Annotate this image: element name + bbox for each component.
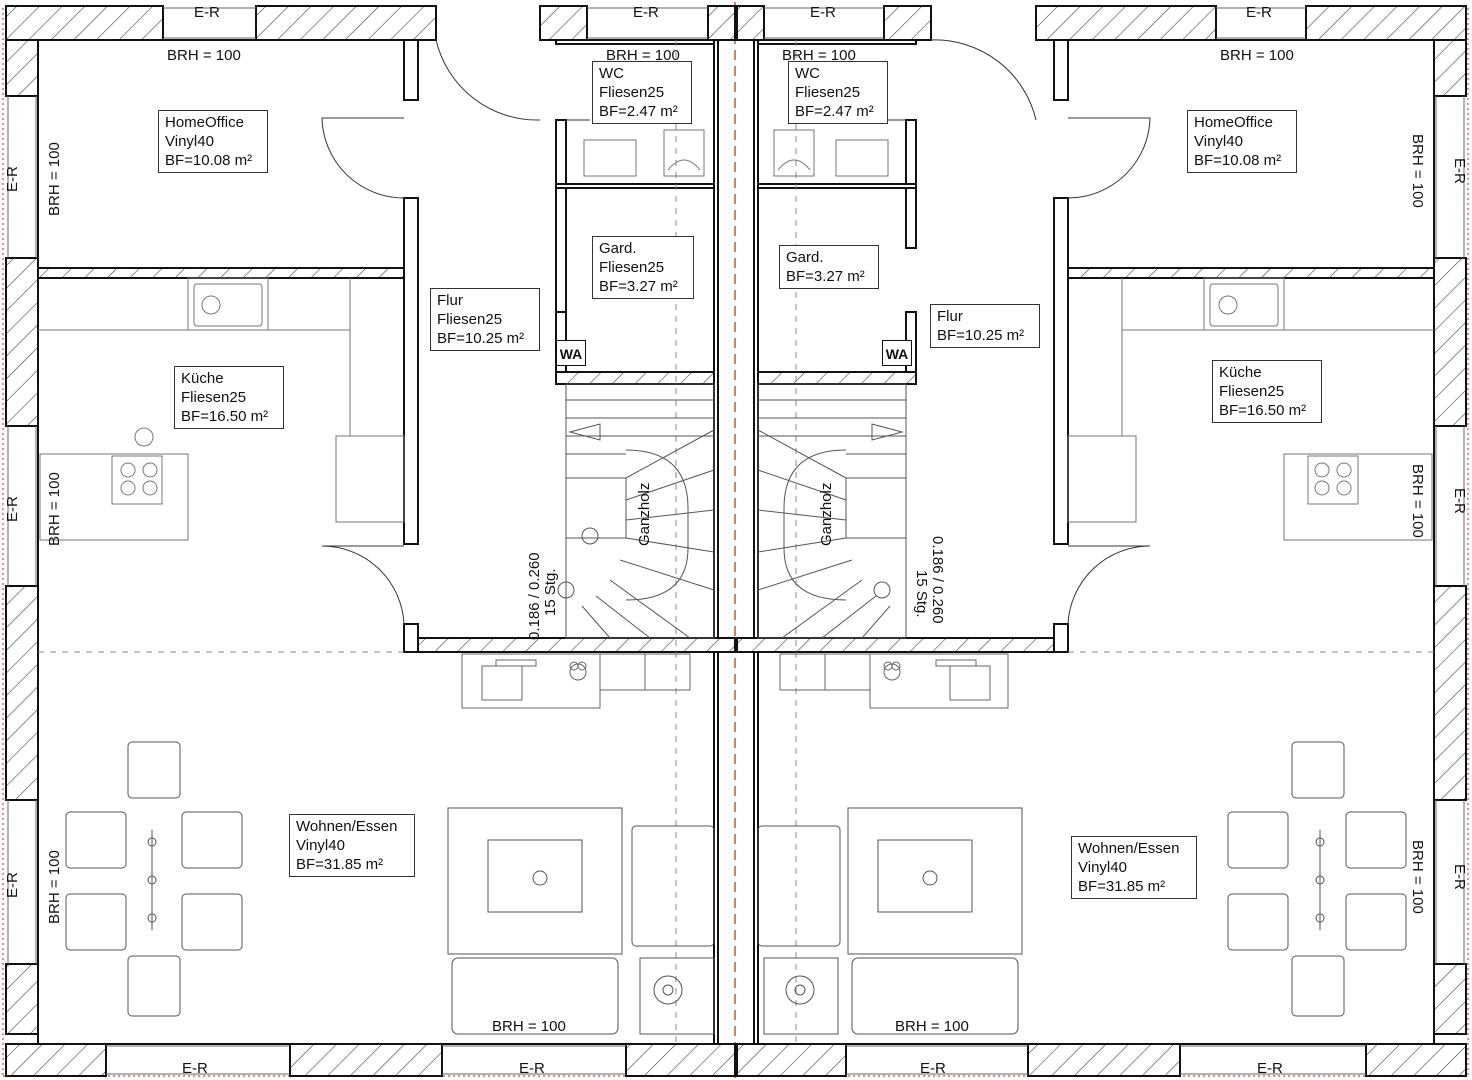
room-tag-flur: Flur BF=10.25 m²	[930, 304, 1040, 348]
window-marker: E-R	[4, 166, 21, 192]
window-marker: E-R	[810, 4, 836, 21]
stair-steps-label: 15 Stg.	[542, 568, 559, 616]
room-floor: Vinyl40	[1194, 133, 1243, 150]
room-tag-homeoffice: HomeOffice Vinyl40 BF=10.08 m²	[158, 110, 268, 173]
room-area: BF=2.47 m²	[599, 103, 678, 120]
window-marker: E-R	[182, 1060, 208, 1077]
room-name: Wohnen/Essen	[296, 818, 398, 835]
outer-walls	[5, 5, 1467, 1077]
living-furniture	[65, 741, 1407, 1035]
room-floor: Fliesen25	[599, 259, 665, 276]
room-tag-wohnen: Wohnen/Essen Vinyl40 BF=31.85 m²	[289, 814, 415, 877]
window-marker: E-R	[4, 496, 21, 522]
sill-height-label: BRH = 100	[1409, 464, 1426, 538]
staircase-left	[557, 383, 715, 639]
room-name: WC	[599, 65, 624, 82]
utility-box: WA	[882, 340, 912, 366]
room-area: BF=10.08 m²	[1194, 152, 1282, 169]
sill-height-label: BRH = 100	[1409, 134, 1426, 208]
room-floor: Vinyl40	[296, 837, 345, 854]
room-tag-wc: WC Fliesen25 BF=2.47 m²	[788, 61, 888, 124]
kitchen-counters	[38, 277, 1434, 541]
room-edges	[37, 39, 1435, 1045]
room-area: BF=31.85 m²	[1078, 878, 1166, 895]
room-area: BF=2.47 m²	[795, 103, 874, 120]
room-area: BF=16.50 m²	[181, 408, 269, 425]
stair-ratio-label: 0.186 / 0.260	[929, 536, 946, 624]
room-name: Küche	[181, 370, 224, 387]
room-floor: Fliesen25	[599, 84, 665, 101]
sill-height-label: BRH = 100	[46, 472, 63, 546]
window-marker: E-R	[920, 1060, 946, 1077]
room-name: HomeOffice	[1194, 114, 1273, 131]
staircase-right	[757, 383, 907, 639]
room-name: Flur	[937, 308, 963, 325]
sill-height-label: BRH = 100	[606, 47, 680, 64]
sill-height-label: BRH = 100	[46, 142, 63, 216]
room-area: BF=10.25 m²	[437, 330, 525, 347]
sill-height-label: BRH = 100	[46, 850, 63, 924]
sill-height-label: BRH = 100	[167, 47, 241, 64]
doors	[321, 39, 1151, 625]
sill-height-label: BRH = 100	[492, 1018, 566, 1035]
guide-lines	[38, 40, 1434, 1044]
room-tag-gard: Gard. BF=3.27 m²	[779, 245, 879, 289]
window-marker: E-R	[1451, 158, 1468, 184]
window-marker: E-R	[1246, 4, 1272, 21]
sill-height-label: BRH = 100	[895, 1018, 969, 1035]
room-area: BF=3.27 m²	[599, 278, 678, 295]
sill-height-label: BRH = 100	[1220, 47, 1294, 64]
window-frames	[7, 7, 1465, 1075]
room-tag-homeoffice: HomeOffice Vinyl40 BF=10.08 m²	[1187, 110, 1297, 173]
utility-box: WA	[556, 340, 586, 366]
room-tag-kueche: Küche Fliesen25 BF=16.50 m²	[174, 366, 284, 429]
room-floor: Fliesen25	[795, 84, 861, 101]
room-name: Gard.	[599, 240, 637, 257]
stair-material-label: Ganzholz	[818, 482, 835, 546]
stair-steps-label: 15 Stg.	[913, 570, 930, 618]
room-tag-flur: Flur Fliesen25 BF=10.25 m²	[430, 288, 540, 351]
room-area: BF=31.85 m²	[296, 856, 384, 873]
room-area: BF=16.50 m²	[1219, 402, 1307, 419]
room-floor: Fliesen25	[437, 311, 503, 328]
sill-height-label: BRH = 100	[782, 47, 856, 64]
room-floor: Fliesen25	[1219, 383, 1285, 400]
window-marker: E-R	[1451, 488, 1468, 514]
room-floor: Vinyl40	[1078, 859, 1127, 876]
stair-material-label: Ganzholz	[636, 482, 653, 546]
room-area: BF=3.27 m²	[786, 268, 865, 285]
room-tag-kueche: Küche Fliesen25 BF=16.50 m²	[1212, 360, 1322, 423]
window-marker: E-R	[519, 1060, 545, 1077]
window-marker: E-R	[1257, 1060, 1283, 1077]
room-name: HomeOffice	[165, 114, 244, 131]
room-name: Wohnen/Essen	[1078, 840, 1180, 857]
room-tag-wohnen: Wohnen/Essen Vinyl40 BF=31.85 m²	[1071, 836, 1197, 899]
property-lines	[2, 8, 1469, 1077]
room-area: BF=10.25 m²	[937, 327, 1025, 344]
window-marker: E-R	[4, 872, 21, 898]
stair-ratio-label: 0.186 / 0.260	[526, 552, 543, 640]
window-marker: E-R	[194, 4, 220, 21]
room-name: Küche	[1219, 364, 1262, 381]
room-floor: Vinyl40	[165, 133, 214, 150]
room-tag-gard: Gard. Fliesen25 BF=3.27 m²	[592, 236, 694, 299]
room-name: Flur	[437, 292, 463, 309]
window-marker: E-R	[1451, 864, 1468, 890]
wc-fixtures	[583, 129, 889, 177]
room-name: WC	[795, 65, 820, 82]
sill-height-label: BRH = 100	[1409, 840, 1426, 914]
window-marker: E-R	[633, 4, 659, 21]
room-floor: Fliesen25	[181, 389, 247, 406]
sideboards	[461, 653, 1009, 709]
interior-walls	[403, 39, 1069, 1045]
room-area: BF=10.08 m²	[165, 152, 253, 169]
room-tag-wc: WC Fliesen25 BF=2.47 m²	[592, 61, 692, 124]
room-name: Gard.	[786, 249, 824, 266]
